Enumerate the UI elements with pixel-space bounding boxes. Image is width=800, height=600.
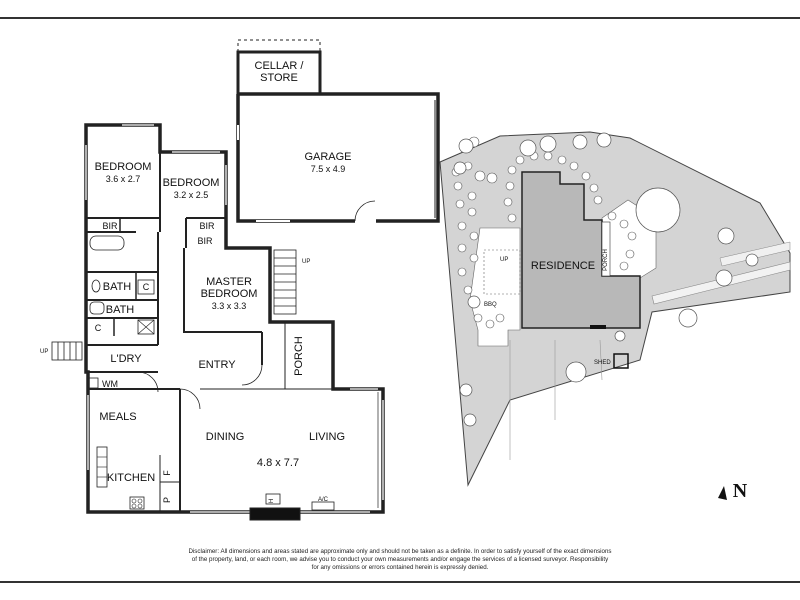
meals-label: MEALS (99, 411, 136, 423)
bath-label-2: BATH (106, 304, 135, 316)
disclaimer: Disclaimer: All dimensions and areas sta… (130, 548, 670, 572)
master-dim: 3.3 x 3.3 (212, 301, 247, 311)
dining-label: DINING (206, 431, 245, 443)
bedroom1-dim: 3.6 x 2.7 (106, 174, 141, 184)
bir-label-3: BIR (197, 236, 213, 246)
house-plan (51, 39, 440, 521)
c-label-2: C (95, 323, 102, 333)
site-plan (439, 131, 791, 487)
bir-label-1: BIR (102, 221, 118, 231)
kitchen-label: KITCHEN (107, 472, 155, 484)
cellar-label-1: CELLAR / (255, 60, 305, 72)
entry-label: ENTRY (198, 359, 236, 371)
heater-label: H (269, 499, 275, 503)
shed-label: SHED (594, 360, 611, 366)
c-label-1: C (143, 282, 150, 292)
disclaimer-line-1: Disclaimer: All dimensions and areas sta… (188, 548, 612, 555)
f-label: F (162, 470, 172, 476)
master-label-2: BEDROOM (201, 288, 258, 300)
disclaimer-line-3: for any omissions or errors contained he… (311, 564, 489, 571)
bir-label-2: BIR (199, 221, 215, 231)
residence-label: RESIDENCE (531, 260, 595, 272)
living-label: LIVING (309, 431, 345, 443)
bbq-label: BBQ (484, 302, 497, 308)
garage-label: GARAGE (304, 151, 351, 163)
north-label: N (733, 480, 748, 502)
bedroom2-dim: 3.2 x 2.5 (174, 190, 209, 200)
p-label: P (162, 497, 172, 503)
bedroom2-label: BEDROOM (163, 177, 220, 189)
up-label-laundry: UP (40, 349, 48, 355)
living-dim: 4.8 x 7.7 (257, 457, 299, 469)
large-trees (453, 132, 759, 427)
cellar-label-2: STORE (260, 72, 298, 84)
site-up-label: UP (500, 257, 508, 263)
bedroom1-label: BEDROOM (95, 161, 152, 173)
ac-label: A/C (318, 497, 329, 503)
up-label-garage: UP (302, 259, 310, 265)
master-label-1: MASTER (206, 276, 252, 288)
porch-label: PORCH (293, 336, 305, 376)
site-porch-label: PORCH (603, 249, 609, 271)
ldry-label: L'DRY (110, 353, 142, 365)
garage-dim: 7.5 x 4.9 (311, 164, 346, 174)
disclaimer-line-2: of the property, land, or each room, we … (191, 556, 609, 563)
top-rule (0, 17, 800, 19)
bottom-rule (0, 581, 800, 583)
north-arrow-icon (718, 486, 727, 500)
hedge-trees (451, 136, 637, 329)
wm-label: WM (102, 379, 118, 389)
bath-label-1: BATH (103, 281, 132, 293)
